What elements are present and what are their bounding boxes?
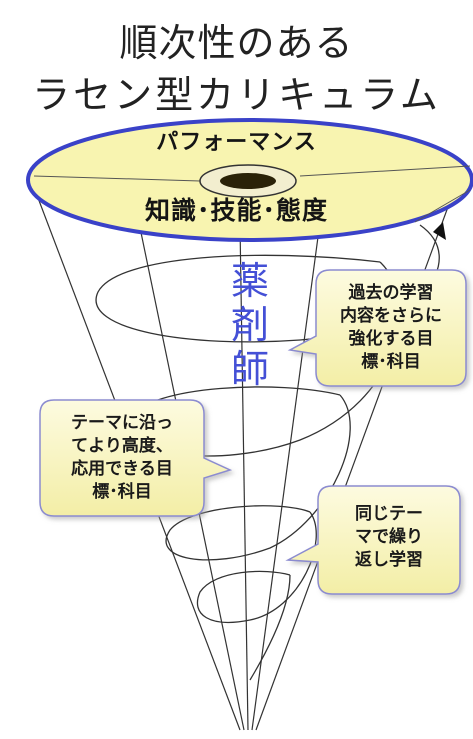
center-core <box>220 173 276 189</box>
cone-inner-line-2 <box>251 221 321 731</box>
disk-guide-left <box>33 175 201 182</box>
disk-label-performance: パフォーマンス <box>156 130 317 155</box>
callouts <box>39 269 467 595</box>
callout-repeat-shape <box>285 485 461 595</box>
axis-label-char-2: 剤 <box>230 303 269 347</box>
spiral-loop-4 <box>196 511 317 624</box>
disk-guide-lower-right <box>414 189 471 223</box>
top-disk <box>26 118 473 242</box>
callout-reinforce-shape <box>287 269 467 387</box>
spiral-arrow-icon <box>433 222 446 240</box>
callout-advanced-text: テーマに沿っ てより高度、 応用できる目 標･科目 <box>71 413 173 502</box>
cone-center-axis <box>239 224 249 731</box>
disk-guide-right <box>299 165 471 177</box>
disk-label-knowledge-skills-attitude: 知識･技能･態度 <box>144 196 328 225</box>
axis-label-char-3: 師 <box>230 347 269 391</box>
callout-reinforce-text: 過去の学習 内容をさらに 強化する目 標･科目 <box>340 283 442 372</box>
title-line-2: ラセン型カリキュラム <box>32 73 441 117</box>
title-line-1: 順次性のある <box>119 21 354 65</box>
callout-advanced-shape <box>39 399 233 517</box>
callout-repeat-text: 同じテー マで繰り 返し学習 <box>355 504 423 570</box>
spiral-loop-5 <box>249 574 291 681</box>
spiral-loop-3 <box>165 394 351 561</box>
axis-label-char-1: 薬 <box>230 259 269 303</box>
